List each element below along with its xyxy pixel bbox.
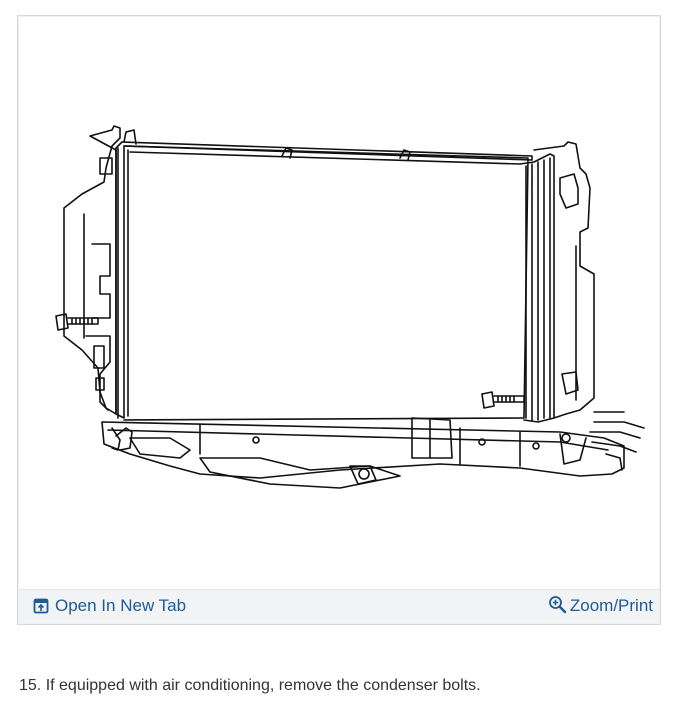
open-in-new-tab-label: Open In New Tab (55, 596, 187, 615)
condenser-illustration (55, 125, 645, 489)
figure-toolbar: Open In New Tab Zoom/Print (19, 589, 659, 623)
zoom-plus-icon (548, 595, 567, 613)
zoom-print-label: Zoom/Print (569, 596, 653, 615)
condenser-diagram[interactable] (20, 18, 658, 591)
figure-card: Open In New Tab Zoom/Print (17, 15, 661, 625)
zoom-print-link[interactable]: Zoom/Print (548, 595, 653, 616)
open-in-new-tab-link[interactable]: Open In New Tab (33, 596, 186, 616)
step-instruction: 15. If equipped with air conditioning, r… (19, 677, 481, 694)
open-in-new-tab-icon (33, 598, 49, 614)
